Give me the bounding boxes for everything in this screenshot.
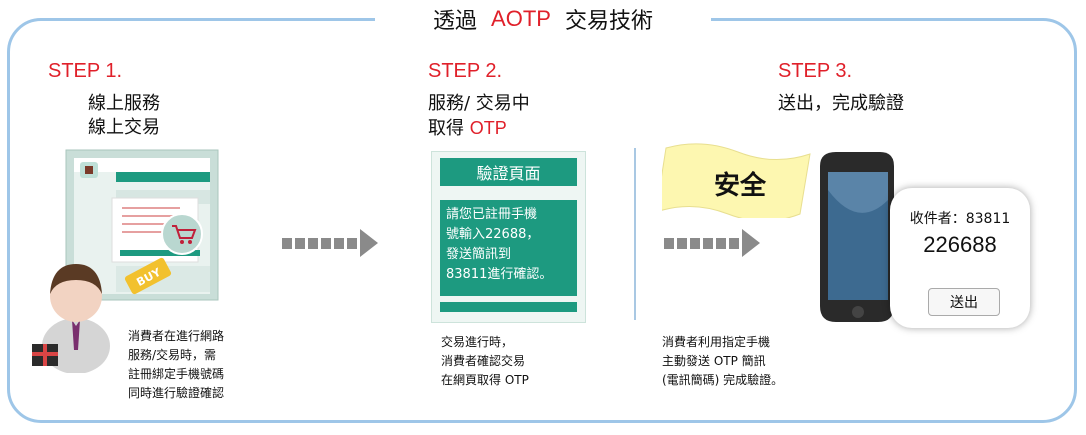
step3-note: 消費者利用指定手機 主動發送 OTP 簡訊 (電訊簡碼) 完成驗證。 bbox=[662, 333, 783, 390]
smartphone-icon bbox=[820, 152, 894, 322]
verification-page: 驗證頁面 請您已註冊手機 號輸入22688， 發送簡訊到 83811進行確認。 bbox=[431, 151, 586, 323]
step3-heading: STEP 3. bbox=[778, 60, 853, 82]
person-head bbox=[50, 270, 102, 322]
webpage-topbar bbox=[74, 158, 210, 172]
step2-line-2: 取得 OTP bbox=[428, 118, 507, 139]
step1-note: 消費者在進行網路 服務/交易時，需 註冊綁定手機號碼 同時進行驗證確認 bbox=[128, 327, 224, 403]
shopping-illustration: BUY bbox=[32, 149, 219, 373]
step1-line-2: 線上交易 bbox=[88, 117, 160, 138]
step3-note-line: 主動發送 OTP 簡訊 bbox=[662, 354, 766, 368]
verification-footer bbox=[440, 302, 577, 312]
step1-heading: STEP 1. bbox=[48, 60, 123, 82]
title-highlight: AOTP bbox=[491, 6, 551, 31]
step3-text: 送出，完成驗證 bbox=[778, 93, 904, 114]
step3-note-line: 消費者利用指定手機 bbox=[662, 335, 771, 349]
title-suffix: 交易技術 bbox=[564, 9, 653, 34]
arrow-right-icon bbox=[282, 229, 378, 257]
webpage-banner bbox=[116, 172, 210, 182]
verification-title: 驗證頁面 bbox=[440, 158, 577, 186]
step3-note-line: (電訊簡碼) 完成驗證。 bbox=[662, 373, 784, 387]
step2-note-line: 在網頁取得 OTP bbox=[441, 373, 529, 387]
cart-icon-bg bbox=[161, 213, 203, 255]
cart-icon bbox=[172, 225, 197, 239]
step1-note-line: 註冊綁定手機號碼 bbox=[128, 367, 225, 381]
person-tie bbox=[72, 320, 80, 350]
step2-note: 交易進行時， 消費者確認交易 在網頁取得 OTP bbox=[441, 333, 529, 390]
safety-flag-icon bbox=[662, 143, 811, 218]
step1-text: 線上服務 線上交易 bbox=[88, 92, 160, 140]
step1-note-line: 服務/交易時，需 bbox=[128, 348, 217, 362]
step1-note-line: 同時進行驗證確認 bbox=[128, 386, 225, 400]
step2-otp: OTP bbox=[469, 118, 507, 138]
step2-text: 服務/ 交易中 取得 OTP bbox=[428, 92, 530, 141]
sms-receiver: 收件者：83811 bbox=[909, 211, 1011, 227]
step1-note-line: 消費者在進行網路 bbox=[128, 329, 225, 343]
safety-flag-label: 安全 bbox=[713, 171, 766, 201]
verification-message: 請您已註冊手機 號輸入22688， 發送簡訊到 83811進行確認。 bbox=[440, 200, 577, 296]
step2-line-1: 服務/ 交易中 bbox=[428, 93, 530, 114]
arrow-right-icon bbox=[664, 229, 760, 257]
sms-code: 226688 bbox=[923, 232, 997, 257]
step2-note-line: 消費者確認交易 bbox=[441, 354, 526, 368]
page-title: 透過 AOTP 交易技術 bbox=[375, 4, 711, 34]
step2-heading: STEP 2. bbox=[428, 60, 503, 82]
send-button[interactable]: 送出 bbox=[928, 288, 1000, 316]
step2-note-line: 交易進行時， bbox=[441, 335, 514, 349]
sms-bubble: 收件者：83811 226688 送出 bbox=[890, 188, 1030, 328]
title-prefix: 透過 bbox=[433, 9, 478, 34]
section-divider bbox=[634, 148, 636, 320]
person-hair bbox=[50, 264, 102, 294]
home-button-icon bbox=[852, 306, 864, 318]
card-bar bbox=[120, 250, 200, 256]
step1-line-1: 線上服務 bbox=[88, 93, 160, 114]
